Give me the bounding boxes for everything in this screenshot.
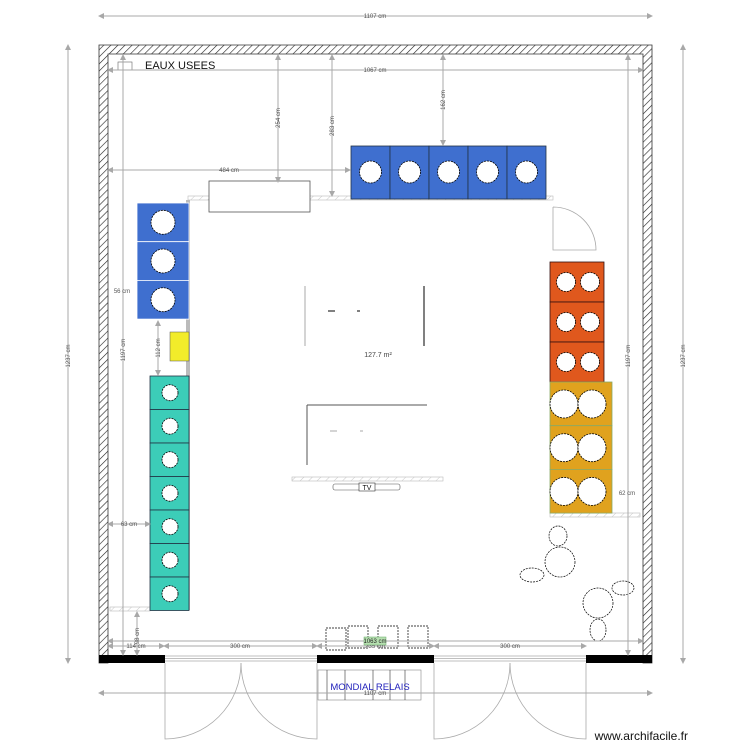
shelf-unit [467,145,508,200]
entrance-doors[interactable] [164,206,597,740]
dimension-d254: 254 cm [275,54,282,183]
partition-tv [291,476,444,482]
shelf-unit [149,442,190,477]
dimension-label: 1107 cm [364,691,387,697]
shelf-unit [428,145,469,200]
watermark: www.archifacile.fr [594,729,688,743]
dimension-d235: 235 cm [316,643,435,650]
shelf-unit [506,145,547,200]
dimension-d63: 63 cm [107,521,151,528]
shelf-unit [350,145,391,200]
shelf-unit [136,202,190,243]
shelving-units [136,145,613,611]
dimension-d114: 114 cm [107,643,165,650]
side-door[interactable] [552,206,597,251]
shelf-unit [549,301,605,343]
center-display [304,286,427,465]
dimension-label: 1063 cm [363,639,386,645]
shelf-unit [136,241,190,281]
door-leaf[interactable] [509,662,587,740]
shelf-unit [549,381,613,427]
dimension-label: 1067 cm [363,68,386,74]
dimension-label: 1237 cm [66,344,72,367]
shelf-unit [549,341,605,383]
dimension-label: 1197 cm [626,345,632,368]
area-label: 127.7 m² [364,352,392,359]
shelf-unit [549,425,613,470]
dimension-inner_width: 1067 cm [107,67,644,74]
dimension-d112: 112 cm [155,320,162,376]
dimension-label: 62 cm [619,491,635,497]
shelf-unit [149,409,190,444]
shelf-unit [149,543,190,578]
dimension-label: 114 cm [126,644,145,650]
dimension-outer_width_top: 1107 cm [98,13,653,20]
dimension-label: 1237 cm [681,344,687,367]
dimension-door_left: 300 cm [163,643,318,650]
dimension-label: 1197 cm [121,339,127,362]
door-leaf[interactable] [433,662,511,740]
dimension-left_outer_height: 1237 cm [65,44,72,664]
dimension-left_inner_height: 1197 cm [120,54,127,656]
sign-text: MONDIAL RELAIS [330,682,409,693]
partition-bottom-left [109,606,151,612]
shelf-unit [549,468,613,514]
shelf-unit [549,261,605,303]
label-box [117,61,133,71]
dimension-lines: 1107 cm 1067 cm 254 cm 283 cm 162 cm 484 cm 11… [65,13,687,697]
dimension-label: 300 cm [500,644,520,650]
tables-chairs [325,525,635,651]
dimension-d283: 283 cm [329,54,336,197]
dimension-label: 162 cm [441,90,447,110]
wall-segment [99,655,165,663]
shelf-unit [136,279,190,320]
dimension-label: 300 cm [230,644,250,650]
dimension-right_inner_height: 1197 cm [625,54,632,656]
counter [208,180,311,213]
table [582,587,614,619]
yellow-panel [169,331,190,362]
dimension-d1063: 1063 cm [107,636,644,646]
dimension-d484: 484 cm [107,167,351,174]
dimension-outer_width_bottom: 1107 cm [98,690,653,697]
tv-label: TV [363,485,372,492]
dimension-right_outer_height: 1237 cm [680,44,687,664]
shelf-unit [149,509,190,544]
dimension-d162: 162 cm [440,54,447,146]
dimension-label: 112 cm [156,338,162,357]
shelf-unit [389,145,430,200]
shelf-unit [149,576,190,611]
door-leaf[interactable] [164,662,242,740]
dimension-label: 235 cm [365,644,385,650]
wall-segment [586,655,652,663]
door-leaf[interactable] [240,662,318,740]
table [544,546,576,578]
dimension-label: 283 cm [330,116,336,136]
dimension-label: 56 cm [114,289,130,295]
shelf-unit [149,476,190,511]
dimension-door_right: 300 cm [433,643,587,650]
dimension-label: 98 cm [135,628,141,644]
dimension-label: 254 cm [276,108,282,128]
walls [98,44,653,664]
dimension-label: 484 cm [219,168,239,174]
glass-door-frames [165,655,586,662]
shelf-unit [149,375,190,410]
dimension-label: 1107 cm [364,14,387,20]
partition-right [549,512,641,518]
wall-segment [317,655,434,663]
dimension-label: 63 cm [121,522,137,528]
